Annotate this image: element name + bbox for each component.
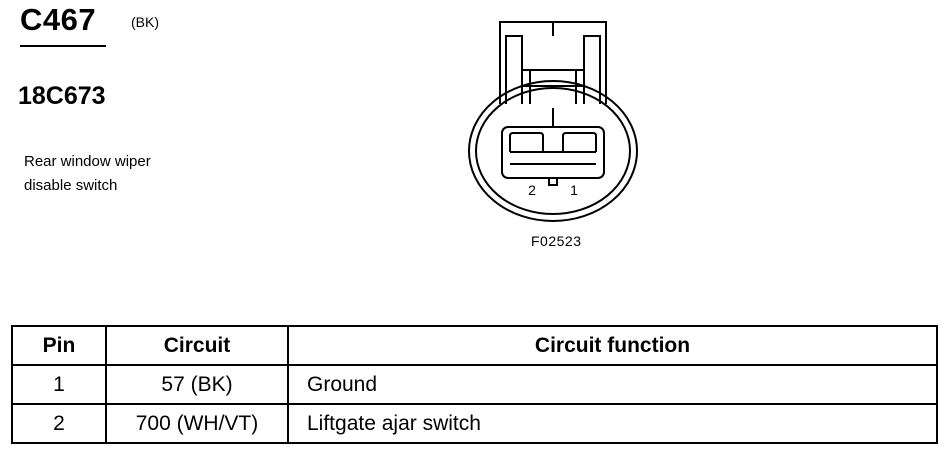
description-line-2: disable switch	[24, 177, 118, 194]
description-line-1: Rear window wiper	[24, 153, 151, 170]
header-pin: Pin	[11, 325, 107, 366]
table-row: 1 57 (BK) Ground	[11, 364, 938, 405]
cell-circuit-function: Liftgate ajar switch	[287, 403, 938, 444]
terminal-cavity	[501, 126, 605, 186]
connector-id: C467	[20, 2, 97, 37]
header-circuit-function: Circuit function	[287, 325, 938, 366]
pinout-table: Pin Circuit Circuit function 1 57 (BK) G…	[11, 325, 938, 444]
connector-color: (BK)	[131, 14, 159, 30]
cell-pin: 1	[11, 364, 107, 405]
cell-circuit: 57 (BK)	[105, 364, 289, 405]
connector-outer-shell	[468, 80, 638, 222]
pin-label-2: 2	[528, 182, 536, 198]
cell-circuit-function: Ground	[287, 364, 938, 405]
table-header-row: Pin Circuit Circuit function	[11, 325, 938, 366]
connector-face-diagram: 2 1	[468, 21, 638, 222]
pin-label-1: 1	[570, 182, 578, 198]
connector-description: Rear window wiper disable switch	[24, 150, 151, 198]
connector-inner-shell	[475, 87, 631, 215]
cell-circuit: 700 (WH/VT)	[105, 403, 289, 444]
locking-tab	[499, 21, 607, 104]
header-circuit: Circuit	[105, 325, 289, 366]
connector-id-underline	[20, 45, 106, 47]
figure-code: F02523	[531, 233, 582, 249]
cell-pin: 2	[11, 403, 107, 444]
table-row: 2 700 (WH/VT) Liftgate ajar switch	[11, 403, 938, 444]
part-number: 18C673	[18, 82, 106, 110]
